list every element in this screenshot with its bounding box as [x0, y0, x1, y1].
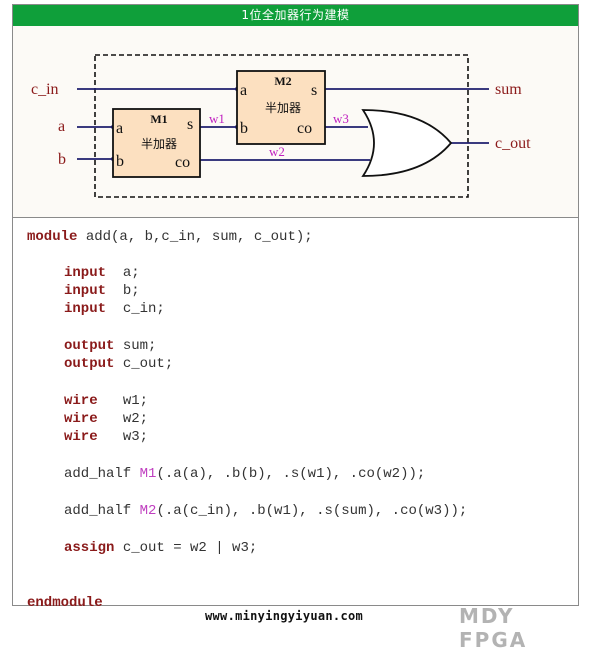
- keyword-wire: wire: [64, 429, 98, 445]
- title-bar: 1位全加器行为建模: [13, 5, 578, 26]
- m2-port-b: b: [240, 120, 248, 137]
- m1-port-a: a: [116, 120, 123, 137]
- code-text: add_half: [64, 466, 140, 482]
- wire-label-w2: w2: [269, 144, 285, 159]
- output-label-c-out: c_out: [495, 135, 531, 152]
- code-instance-m2: add_half M2(.a(c_in), .b(w1), .s(sum), .…: [64, 502, 467, 520]
- footer-url: www.minyingyiyuan.com: [205, 609, 364, 623]
- m2-label: 半加器: [265, 101, 301, 115]
- code-text: add(a, b,c_in, sum, c_out);: [77, 229, 313, 245]
- code-instance-m1: add_half M1(.a(a), .b(b), .s(w1), .co(w2…: [64, 465, 425, 483]
- code-output-sum: output sum;: [64, 337, 156, 355]
- keyword-output: output: [64, 356, 115, 372]
- instance-name-m1: M1: [139, 466, 157, 482]
- code-input-a: input a;: [64, 264, 140, 282]
- verilog-code: module add(a, b,c_in, sum, c_out); input…: [13, 218, 578, 611]
- keyword-endmodule: endmodule: [27, 595, 103, 611]
- m2-block: [236, 70, 326, 145]
- code-text: w2;: [97, 411, 149, 427]
- wire-label-w1: w1: [209, 111, 225, 126]
- keyword-wire: wire: [64, 393, 98, 409]
- m1-port-b: b: [116, 153, 124, 170]
- keyword-input: input: [64, 283, 107, 299]
- code-text: a;: [106, 265, 140, 281]
- code-text: c_in;: [106, 301, 165, 317]
- content-frame: 1位全加器行为建模 M1 半加器 a b s co: [12, 4, 579, 611]
- output-label-sum: sum: [495, 81, 522, 98]
- keyword-input: input: [64, 301, 107, 317]
- or-gate: [361, 109, 453, 177]
- code-wire-w1: wire w1;: [64, 392, 148, 410]
- code-text: w1;: [97, 393, 149, 409]
- code-output-c-out: output c_out;: [64, 355, 173, 373]
- code-input-b: input b;: [64, 282, 140, 300]
- m1-port-s: s: [187, 116, 193, 133]
- code-text: sum;: [114, 338, 157, 354]
- code-endmodule: endmodule: [27, 594, 103, 612]
- input-label-c-in: c_in: [31, 81, 59, 98]
- keyword-input: input: [64, 265, 107, 281]
- m1-block: [112, 108, 201, 178]
- code-text: c_out = w2 | w3;: [114, 540, 258, 556]
- m2-port-s: s: [311, 82, 317, 99]
- m1-label: 半加器: [141, 137, 177, 151]
- module-boundary: [94, 54, 469, 198]
- circuit-svg: M1 半加器 a b s co M2 半加器 a b s co w1 w3 w2…: [31, 54, 531, 198]
- keyword-output: output: [64, 338, 115, 354]
- code-text: b;: [106, 283, 140, 299]
- m2-port-a: a: [240, 82, 247, 99]
- code-text: w3;: [97, 429, 149, 445]
- code-wire-w3: wire w3;: [64, 428, 148, 446]
- code-wire-w2: wire w2;: [64, 410, 148, 428]
- keyword-assign: assign: [64, 540, 115, 556]
- keyword-wire: wire: [64, 411, 98, 427]
- keyword-module: module: [27, 229, 78, 245]
- code-input-c-in: input c_in;: [64, 300, 165, 318]
- m1-port-co: co: [175, 154, 190, 171]
- instance-name-m2: M2: [139, 503, 157, 519]
- m1-name: M1: [150, 112, 167, 126]
- input-label-a: a: [58, 118, 65, 135]
- footer-brand: MDY FPGA: [459, 604, 528, 652]
- code-module-line: module add(a, b,c_in, sum, c_out);: [27, 228, 313, 246]
- m2-port-co: co: [297, 120, 312, 137]
- code-text: (.a(a), .b(b), .s(w1), .co(w2));: [156, 466, 426, 482]
- full-adder-diagram: M1 半加器 a b s co M2 半加器 a b s co w1 w3 w2…: [13, 26, 578, 218]
- code-text: c_out;: [114, 356, 174, 372]
- m2-name: M2: [274, 74, 291, 88]
- wire-label-w3: w3: [333, 111, 349, 126]
- input-label-b: b: [58, 151, 66, 168]
- code-text: add_half: [64, 503, 140, 519]
- code-assign: assign c_out = w2 | w3;: [64, 539, 257, 557]
- code-text: (.a(c_in), .b(w1), .s(sum), .co(w3));: [156, 503, 468, 519]
